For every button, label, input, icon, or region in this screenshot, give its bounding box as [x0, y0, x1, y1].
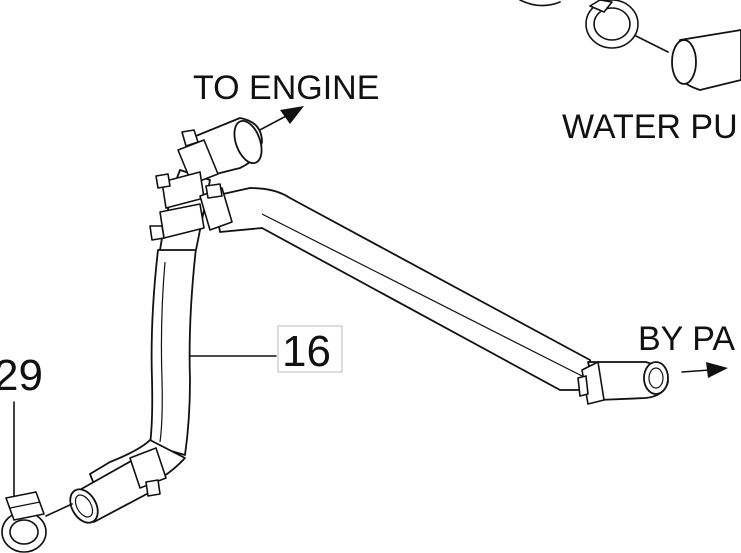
- part-number-16: 16: [282, 327, 331, 376]
- hose-16: [69, 117, 669, 524]
- to-engine-label: TO ENGINE: [193, 69, 379, 107]
- clamp-junction-2: [149, 203, 205, 241]
- water-pump-label: WATER PU: [562, 108, 738, 146]
- clamp-bypass: [577, 361, 605, 405]
- water-pump-fitting: [519, 0, 741, 91]
- callout-29: 29: [0, 351, 43, 497]
- clamp-lower-bend: [129, 447, 167, 497]
- callout-16: 16: [189, 325, 343, 376]
- bypass-label: BY PA: [638, 320, 735, 358]
- clamp-upper-engine: [177, 129, 219, 185]
- part-number-29: 29: [0, 351, 43, 400]
- bypass-arrow-icon: [681, 362, 728, 378]
- clamp-29: [1, 491, 73, 553]
- to-engine-arrow-icon: [255, 106, 304, 133]
- clamp-diagonal-hose: [199, 183, 233, 231]
- water-pump-pipe: [671, 29, 741, 91]
- water-pump-clamp: [585, 0, 639, 49]
